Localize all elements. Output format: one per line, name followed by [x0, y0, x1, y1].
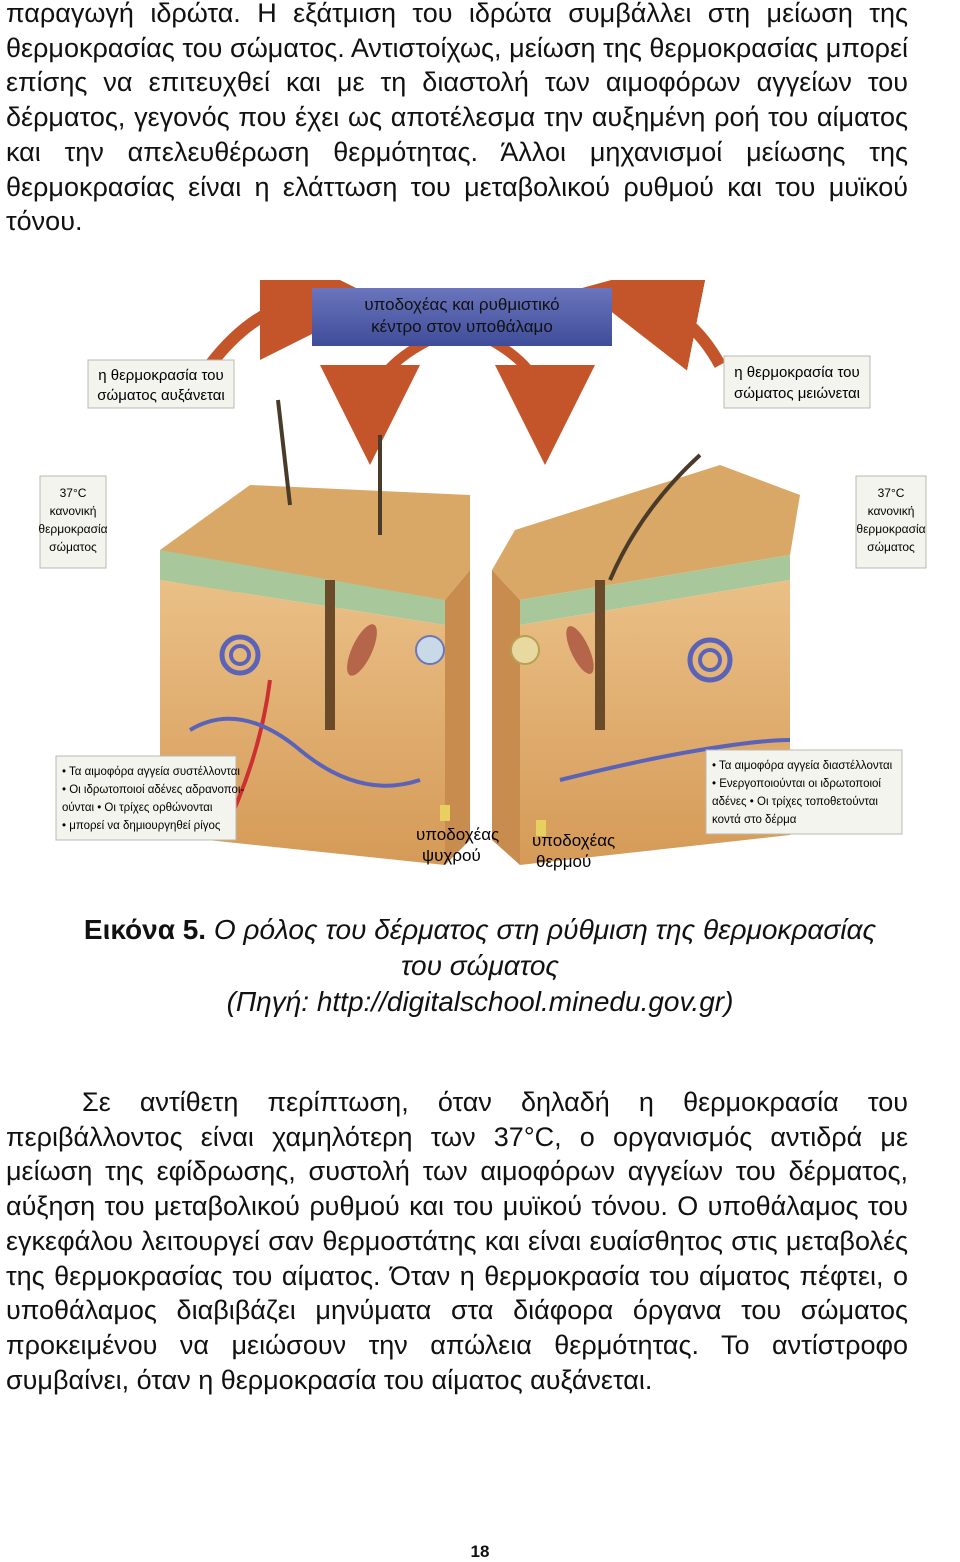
- arrow-center-right: [487, 335, 595, 465]
- cold-receptor-label: υποδοχέας ψυχρού: [416, 825, 499, 865]
- svg-text:ψυχρού: ψυχρού: [422, 846, 481, 865]
- page-number: 18: [470, 1542, 490, 1561]
- svg-text:θερμού: θερμού: [536, 852, 591, 871]
- cold-response-list: • Τα αιμοφόρα αγγεία συστέλλονται • Οι ι…: [55, 755, 244, 841]
- hypothalamus-box: υποδοχέας και ρυθμιστικό κέντρο στον υπο…: [312, 288, 612, 346]
- figure-title: Ο ρόλος του δέρματος στη ρύθμιση της θερ…: [213, 914, 877, 945]
- svg-text:37°C: 37°C: [60, 486, 87, 500]
- svg-text:σώματος: σώματος: [867, 540, 915, 554]
- svg-text:κοντά στο δέρμα: κοντά στο δέρμα: [712, 814, 797, 826]
- hypothalamus-box-line-2: κέντρο στον υποθάλαμο: [371, 317, 553, 336]
- svg-text:κανονική: κανονική: [50, 504, 97, 518]
- figure-title-cont: του σώματος: [400, 950, 560, 981]
- svg-text:υποδοχέας: υποδοχέας: [532, 831, 615, 850]
- svg-text:σώματος μειώνεται: σώματος μειώνεται: [734, 385, 860, 402]
- top-paragraph: παραγωγή ιδρώτα. Η εξάτμιση του ιδρώτα σ…: [6, 0, 908, 237]
- svg-text:37°C: 37°C: [878, 486, 905, 500]
- svg-text:• Ενεργοποιούνται οι ιδρωτοποι: • Ενεργοποιούνται οι ιδρωτοποιοί: [712, 778, 881, 790]
- svg-text:η θερμοκρασία του: η θερμοκρασία του: [734, 364, 859, 381]
- svg-text:αδένες • Οι τρίχες τοποθετούντ: αδένες • Οι τρίχες τοποθετούνται: [712, 796, 878, 808]
- svg-text:• Τα αιμοφόρα αγγεία διαστέλλο: • Τα αιμοφόρα αγγεία διαστέλλονται: [712, 760, 893, 772]
- svg-text:• Τα αιμοφόρα αγγεία συστέλλον: • Τα αιμοφόρα αγγεία συστέλλονται: [62, 766, 240, 778]
- svg-text:ούνται • Οι τρίχες ορθώνονται: ούνται • Οι τρίχες ορθώνονται: [62, 802, 213, 814]
- normal-temp-left: 37°C κανονική θερμοκρασία σώματος: [38, 475, 108, 569]
- svg-text:• μπορεί να δημιουργηθεί ρίγος: • μπορεί να δημιουργηθεί ρίγος: [62, 820, 221, 832]
- svg-text:θερμοκρασία: θερμοκρασία: [38, 522, 107, 536]
- arrow-right-up: [581, 280, 726, 371]
- figure-source: (Πηγή: http://digitalschool.minedu.gov.g…: [226, 986, 734, 1017]
- svg-text:η θερμοκρασία του: η θερμοκρασία του: [98, 367, 223, 384]
- svg-text:υποδοχέας: υποδοχέας: [416, 825, 499, 844]
- hypothalamus-box-line-1: υποδοχέας και ρυθμιστικό: [364, 295, 559, 314]
- temperature-decreases-label: η θερμοκρασία του σώματος μειώνεται: [723, 355, 871, 409]
- figure-caption: Εικόνα 5. Ο ρόλος του δέρματος στη ρύθμι…: [0, 912, 960, 1020]
- normal-temp-right: 37°C κανονική θερμοκρασία σώματος: [855, 475, 927, 569]
- svg-text:• Οι ιδρωτοποιοί αδένες αδρανο: • Οι ιδρωτοποιοί αδένες αδρανοποι-: [62, 784, 244, 796]
- heat-response-list: • Τα αιμοφόρα αγγεία διαστέλλονται • Ενε…: [705, 749, 903, 835]
- svg-text:θερμοκρασία: θερμοκρασία: [856, 522, 925, 536]
- bottom-paragraph: Σε αντίθετη περίπτωση, όταν δηλαδή η θερ…: [6, 1087, 908, 1395]
- svg-text:κανονική: κανονική: [868, 504, 915, 518]
- skin-thermoregulation-figure: υποδοχέας και ρυθμιστικό κέντρο στον υπο…: [38, 280, 927, 871]
- svg-text:σώματος αυξάνεται: σώματος αυξάνεται: [97, 387, 225, 404]
- arrow-left-up: [205, 280, 380, 369]
- heat-receptor-label: υποδοχέας θερμού: [532, 831, 615, 871]
- arrow-center-left: [320, 335, 433, 465]
- svg-text:σώματος: σώματος: [49, 540, 97, 554]
- figure-label: Εικόνα 5.: [83, 914, 207, 945]
- temperature-increases-label: η θερμοκρασία του σώματος αυξάνεται: [87, 359, 235, 409]
